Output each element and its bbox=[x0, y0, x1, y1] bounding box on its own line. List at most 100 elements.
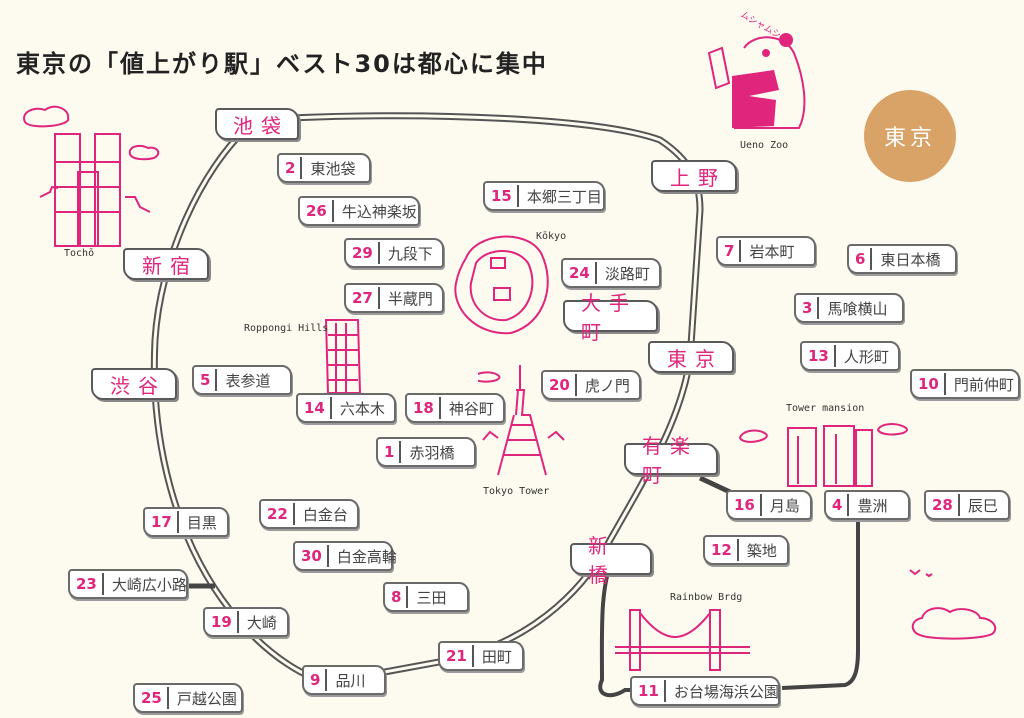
station-name: 月島 bbox=[769, 496, 800, 515]
station-name: 大崎 bbox=[246, 613, 277, 632]
rank-number: 18 bbox=[407, 397, 441, 419]
rank-number: 14 bbox=[298, 397, 332, 419]
rank-number: 11 bbox=[632, 680, 666, 702]
station-name: 三田 bbox=[416, 588, 447, 607]
station-name: 大崎広小路 bbox=[111, 575, 187, 594]
rank-number: 20 bbox=[543, 374, 577, 396]
station-name: 白金台 bbox=[302, 505, 348, 524]
rank-number: 8 bbox=[385, 586, 409, 608]
major-station-ikebukuro[interactable]: 池袋 bbox=[215, 108, 299, 140]
ranked-station[interactable]: 18 神谷町 bbox=[405, 393, 505, 423]
station-name: 半蔵門 bbox=[387, 289, 433, 308]
station-name: 東池袋 bbox=[310, 159, 356, 178]
station-name: 築地 bbox=[746, 541, 777, 560]
ranked-station[interactable]: 10 門前仲町 bbox=[910, 369, 1020, 399]
yurikamome-line bbox=[598, 520, 860, 698]
ranked-station[interactable]: 8 三田 bbox=[383, 582, 469, 612]
ranked-station[interactable]: 1 赤羽橋 bbox=[376, 437, 476, 467]
roppongi-hills-caption: Roppongi Hills bbox=[244, 323, 329, 334]
rank-number: 28 bbox=[926, 494, 960, 516]
tokyo-badge: 東京 bbox=[864, 90, 956, 182]
station-name: 品川 bbox=[335, 671, 366, 690]
rank-number: 13 bbox=[802, 345, 836, 367]
station-name: 牛込神楽坂 bbox=[341, 202, 417, 221]
station-name: 九段下 bbox=[387, 244, 433, 263]
clouds-birds-decoration bbox=[909, 569, 997, 640]
station-name: 辰巳 bbox=[967, 496, 998, 515]
station-name: 戸越公園 bbox=[176, 689, 237, 708]
ranked-station[interactable]: 28 辰巳 bbox=[924, 490, 1010, 520]
rank-number: 19 bbox=[205, 611, 239, 633]
rank-number: 21 bbox=[440, 645, 474, 667]
ranked-station[interactable]: 16 月島 bbox=[726, 490, 812, 520]
tokyo-tower-caption: Tokyo Tower bbox=[483, 486, 550, 497]
rank-number: 1 bbox=[378, 441, 402, 463]
ranked-station[interactable]: 13 人形町 bbox=[800, 341, 900, 371]
ranked-station[interactable]: 23 大崎広小路 bbox=[68, 569, 188, 599]
rank-number: 9 bbox=[304, 669, 328, 691]
station-name: 赤羽橋 bbox=[409, 443, 455, 462]
station-name: 東日本橋 bbox=[880, 250, 941, 269]
rank-number: 6 bbox=[849, 248, 873, 270]
station-name: 六本木 bbox=[339, 399, 385, 418]
station-name: 岩本町 bbox=[749, 242, 795, 261]
major-station-otemachi[interactable]: 大手町 bbox=[563, 291, 658, 344]
rainbow-bridge-caption: Rainbow Brdg bbox=[670, 592, 743, 603]
rank-number: 10 bbox=[912, 373, 946, 395]
rank-number: 23 bbox=[70, 573, 104, 595]
tower-mansion-illustration bbox=[738, 423, 908, 487]
ranked-station[interactable]: 14 六本木 bbox=[296, 393, 396, 423]
station-name: 本郷三丁目 bbox=[526, 187, 602, 206]
ueno-zoo-caption: Ueno Zoo bbox=[740, 140, 789, 151]
major-station-shinjuku[interactable]: 新宿 bbox=[123, 248, 209, 280]
station-name: 白金高輪 bbox=[336, 547, 397, 566]
rank-number: 2 bbox=[279, 157, 303, 179]
major-station-tokyo[interactable]: 東京 bbox=[648, 341, 734, 373]
ranked-station[interactable]: 25 戸越公園 bbox=[133, 683, 243, 713]
ranked-station[interactable]: 30 白金高輪 bbox=[293, 541, 397, 571]
ueno-panda-illustration bbox=[707, 33, 806, 129]
major-station-shinbashi[interactable]: 新橋 bbox=[570, 534, 652, 587]
kokyo-illustration bbox=[454, 235, 549, 335]
rainbow-bridge-illustration bbox=[615, 609, 750, 671]
ranked-station[interactable]: 6 東日本橋 bbox=[847, 244, 957, 274]
major-station-ueno[interactable]: 上野 bbox=[651, 160, 737, 192]
ranked-station[interactable]: 2 東池袋 bbox=[277, 153, 371, 183]
rank-number: 4 bbox=[826, 494, 850, 516]
station-name: 人形町 bbox=[843, 347, 889, 366]
major-station-shibuya[interactable]: 渋谷 bbox=[91, 368, 177, 400]
rank-number: 22 bbox=[261, 503, 295, 525]
tsukishima-connector bbox=[698, 475, 732, 495]
station-name: 門前仲町 bbox=[953, 375, 1014, 394]
kokyo-caption: Kōkyo bbox=[536, 231, 567, 242]
station-name: 表参道 bbox=[225, 371, 271, 390]
tokyo-tower-illustration bbox=[478, 365, 565, 476]
page-title: 東京の「値上がり駅」ベスト30は都心に集中 bbox=[16, 50, 548, 78]
rank-number: 16 bbox=[728, 494, 762, 516]
station-name: 馬喰横山 bbox=[827, 299, 888, 318]
ranked-station[interactable]: 22 白金台 bbox=[259, 499, 359, 529]
roppongi-hills-illustration bbox=[324, 319, 362, 394]
rank-number: 25 bbox=[135, 687, 169, 709]
ranked-station[interactable]: 9 品川 bbox=[302, 665, 386, 695]
station-name: 淡路町 bbox=[604, 264, 650, 283]
station-name: 神谷町 bbox=[448, 399, 494, 418]
ranked-station[interactable]: 19 大崎 bbox=[203, 607, 289, 637]
rank-number: 30 bbox=[295, 545, 329, 567]
major-station-yurakucho[interactable]: 有楽町 bbox=[624, 434, 718, 487]
